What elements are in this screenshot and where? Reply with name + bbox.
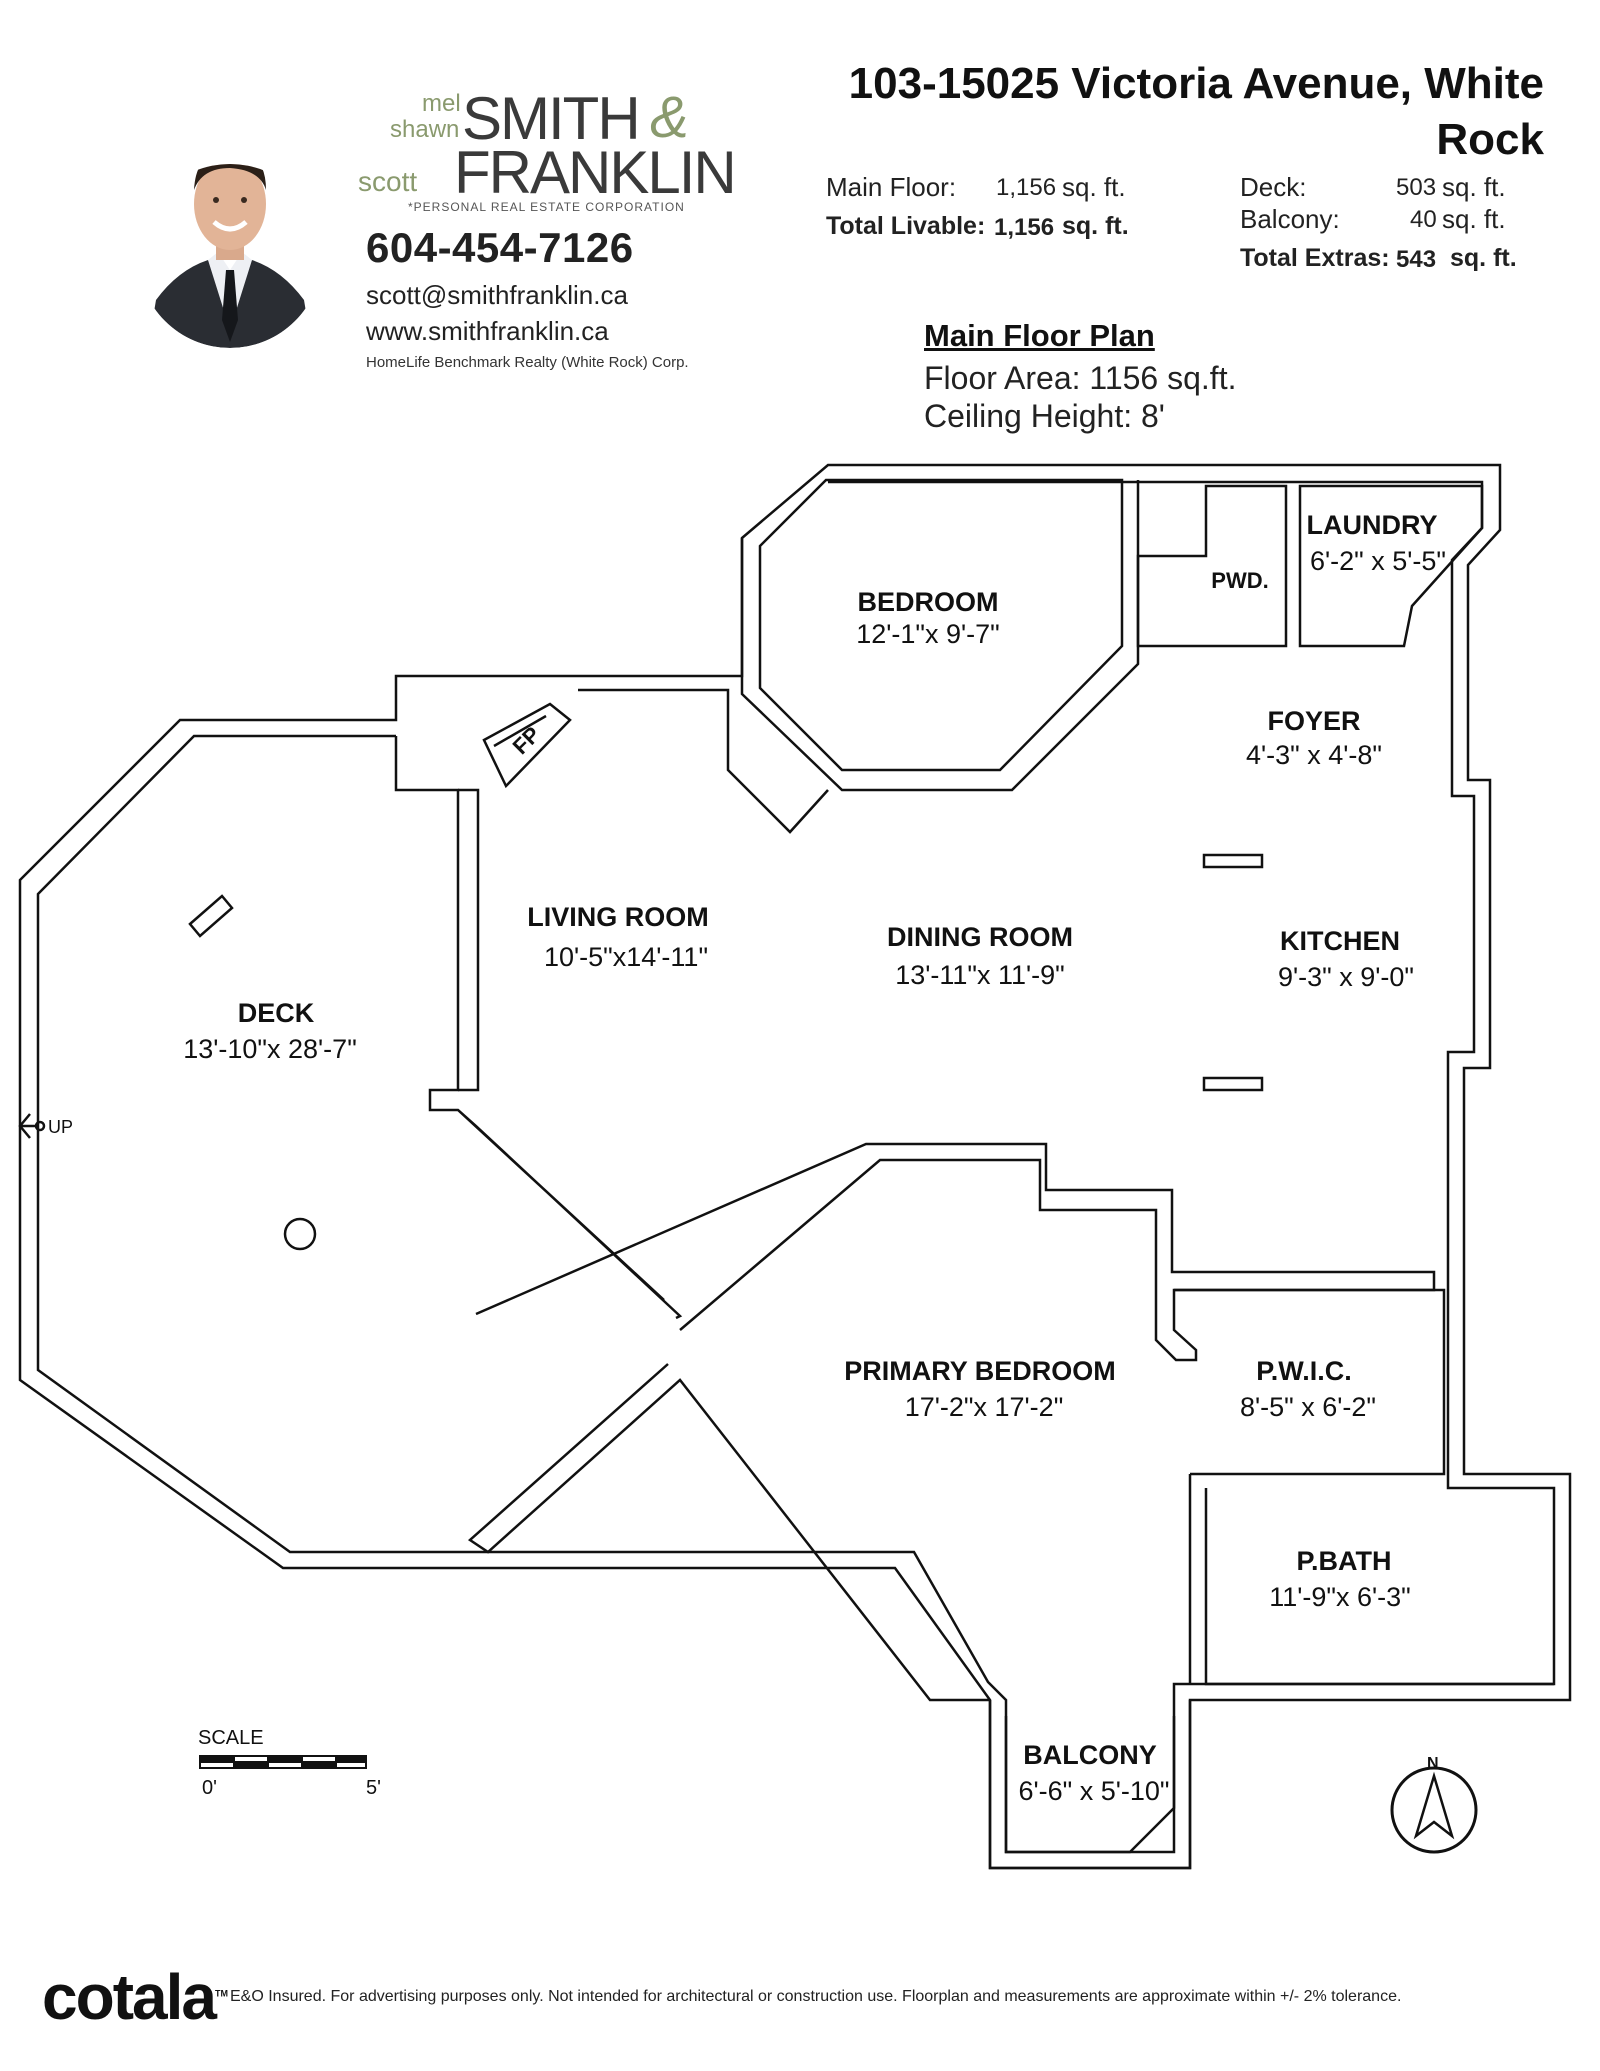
bedroom-walls (758, 478, 1124, 772)
kitchen-counter-top (1202, 853, 1264, 869)
agent-portrait-icon (138, 164, 322, 348)
scale-end: 5' (366, 1777, 381, 1799)
deck-dims: 13'-10"x 28'-7" (183, 1034, 357, 1064)
deck-partition-wall (394, 736, 683, 1320)
pwd-name: PWD. (1211, 568, 1268, 593)
agent-name-scott: scott (358, 166, 418, 197)
laundry-walls (1298, 484, 1484, 648)
cotala-logo: cotalaTM (42, 1960, 228, 2034)
total-extras-value: 543 (1396, 246, 1437, 273)
total-livable-unit: sq. ft. (1062, 212, 1129, 240)
main-floor-label: Main Floor: (826, 172, 957, 202)
agent-photo (138, 120, 322, 348)
foyer-dims: 4'-3" x 4'-8" (1246, 740, 1382, 770)
pwic-name: P.W.I.C. (1256, 1356, 1352, 1386)
pwic-dims: 8'-5" x 6'-2" (1240, 1392, 1376, 1422)
agent-website[interactable]: www.smithfranklin.ca (366, 316, 609, 346)
bedroom-name: BEDROOM (858, 587, 999, 617)
pbath-name: P.BATH (1296, 1546, 1391, 1576)
address-line-1: 103-15025 Victoria Avenue, White (848, 59, 1544, 108)
agent-name-mel: mel (422, 90, 461, 117)
balcony-unit: sq. ft. (1442, 204, 1506, 234)
deck-bench (188, 894, 234, 938)
scale-start: 0' (202, 1777, 217, 1799)
deck-post (283, 1217, 317, 1251)
deck-value: 503 (1396, 174, 1437, 201)
total-livable-value: 1,156 (994, 214, 1055, 241)
fireplace (482, 702, 572, 789)
kitchen-dims: 9'-3" x 9'-0" (1278, 962, 1414, 992)
plan-ceiling-height: Ceiling Height: 8' (924, 398, 1165, 434)
dining-room-dims: 13'-11"x 11'-9" (895, 960, 1065, 990)
pbath-walls (1188, 1474, 1554, 1686)
bedroom-dims: 12'-1"x 9'-7" (856, 619, 1000, 649)
up-arrow-icon (18, 1113, 46, 1139)
scale-label: SCALE (198, 1727, 264, 1749)
agent-name-shawn: shawn (390, 116, 460, 143)
total-livable-label: Total Livable: (826, 212, 986, 240)
primary-bedroom-dims: 17'-2"x 17'-2" (905, 1392, 1064, 1422)
brand-smith: SMITH (462, 85, 641, 152)
cotala-trademark: TM (214, 1988, 228, 1999)
total-extras-unit: sq. ft. (1450, 244, 1517, 272)
main-floor-value: 1,156 (996, 174, 1057, 201)
address-line-2: Rock (1436, 115, 1544, 164)
plan-title: Main Floor Plan (924, 318, 1155, 353)
kitchen-name: KITCHEN (1280, 926, 1400, 956)
brokerage-name: HomeLife Benchmark Realty (White Rock) C… (366, 354, 689, 371)
disclaimer-text: E&O Insured. For advertising purposes on… (230, 1988, 1402, 2005)
living-west-wall (458, 788, 480, 1092)
brand-franklin: FRANKLIN (454, 139, 737, 206)
foyer-name: FOYER (1267, 706, 1360, 736)
deck-label: Deck: (1240, 172, 1307, 202)
deck-name: DECK (238, 998, 315, 1028)
main-floor-unit: sq. ft. (1062, 172, 1126, 202)
inner-wall (36, 480, 1556, 1854)
total-extras-label: Total Extras: (1240, 244, 1390, 272)
outer-wall (18, 463, 1572, 1870)
cotala-logo-text: cotala (42, 1961, 217, 2033)
balcony-value: 40 (1410, 206, 1437, 233)
primary-diagonal-wall (467, 1363, 990, 1702)
pwd-walls (1136, 484, 1288, 648)
dining-room-name: DINING ROOM (887, 922, 1073, 952)
brand-ampersand: & (650, 85, 689, 150)
balcony-name: BALCONY (1023, 1740, 1157, 1770)
living-room-name: LIVING ROOM (527, 902, 709, 932)
foyer-bedroom-connector (578, 688, 829, 834)
property-address: 103-15025 Victoria Avenue, White Rock (784, 56, 1544, 168)
pbath-dims: 11'-9"x 6'-3" (1269, 1582, 1411, 1612)
brand-tagline: *PERSONAL REAL ESTATE CORPORATION (408, 200, 685, 214)
north-label: N (1427, 1755, 1439, 1772)
north-arrow-icon (1390, 1766, 1478, 1854)
primary-bedroom-name: PRIMARY BEDROOM (844, 1356, 1116, 1386)
balcony-walls (988, 1700, 1192, 1870)
kitchen-counter-bottom (1202, 1076, 1264, 1092)
agent-phone[interactable]: 604-454-7126 (366, 224, 634, 271)
living-room-dims: 10'-5"x14'-11" (544, 942, 708, 972)
laundry-dims: 6'-2" x 5'-5" (1310, 546, 1446, 576)
pwic-walls (1174, 1288, 1446, 1476)
scale-bar-icon (199, 1755, 367, 1769)
plan-floor-area: Floor Area: 1156 sq.ft. (924, 360, 1237, 396)
balcony-dims: 6'-6" x 5'-10" (1018, 1776, 1169, 1806)
laundry-name: LAUNDRY (1307, 510, 1438, 540)
deck-unit: sq. ft. (1442, 172, 1506, 202)
up-label: UP (48, 1117, 73, 1137)
balcony-label: Balcony: (1240, 204, 1340, 234)
agent-email[interactable]: scott@smithfranklin.ca (366, 280, 628, 310)
fireplace-label: FP (508, 722, 546, 760)
primary-bedroom-walls (475, 1142, 1436, 1362)
